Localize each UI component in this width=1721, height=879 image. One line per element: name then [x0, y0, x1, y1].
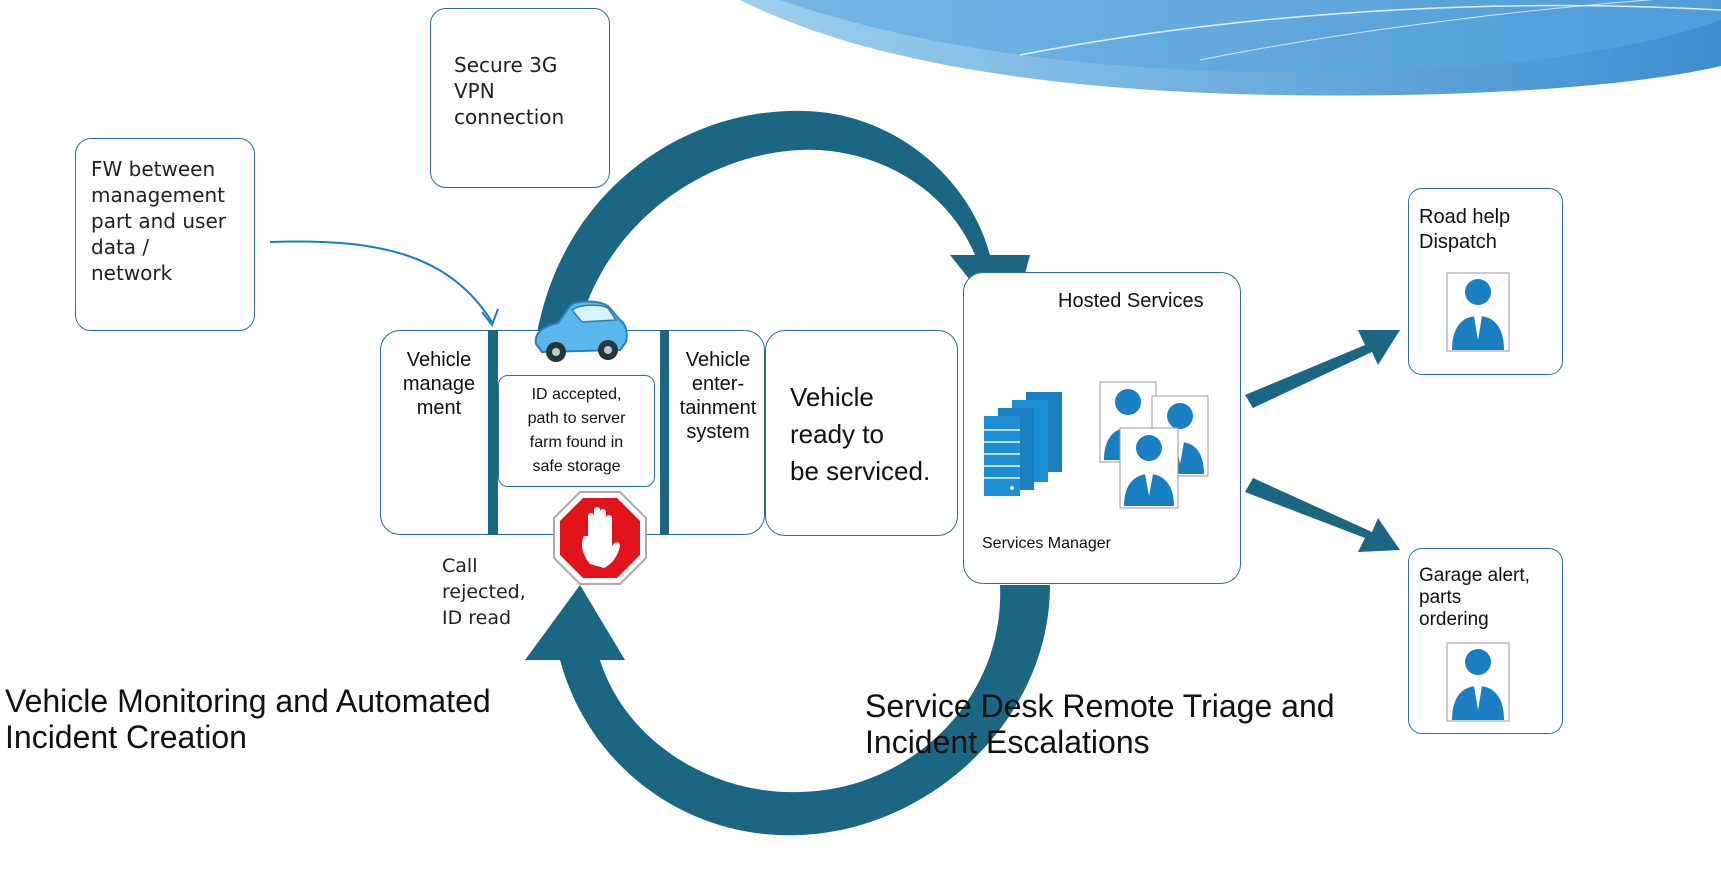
upper-cycle-arrow [535, 110, 1030, 345]
road-help-dispatch-text: Road help Dispatch [1419, 206, 1511, 253]
support-team-icon [1099, 381, 1209, 509]
caption-service-desk: Service Desk Remote Triage and Incident … [865, 688, 1335, 760]
vpn-note-box: Secure 3G VPN connection [430, 8, 610, 188]
garage-alert-text: Garage alert, parts ordering [1419, 565, 1530, 630]
dispatcher-person-icon [1446, 272, 1510, 352]
hosted-services-title: Hosted Services [1058, 290, 1204, 312]
id-accepted-box: ID accepted, path to server farm found i… [498, 375, 655, 487]
firewall-pointer-line [269, 240, 493, 323]
car-icon [534, 300, 628, 362]
lower-cycle-arrow [525, 585, 1050, 836]
garage-person-icon [1446, 642, 1510, 722]
server-rack-icon [984, 392, 1062, 496]
firewall-divider-right [660, 330, 669, 535]
vehicle-management-label: Vehicle manage ment [402, 349, 476, 419]
call-rejected-text: Call rejected, ID read [442, 555, 526, 629]
id-accepted-text: ID accepted, path to server farm found i… [527, 386, 626, 475]
vehicle-ready-text: Vehicle ready to be serviced. [790, 382, 931, 486]
arrow-to-garage [1245, 478, 1400, 552]
vpn-note-text: Secure 3G VPN connection [454, 53, 565, 129]
caption-vehicle-monitoring: Vehicle Monitoring and Automated Inciden… [5, 683, 491, 755]
vehicle-ready-box: Vehicle ready to be serviced. [765, 330, 958, 536]
firewall-divider-left [488, 330, 498, 535]
vehicle-entertainment-label: Vehicle enter- tainment system [679, 349, 757, 443]
firewall-note-text: FW between management part and user data… [91, 157, 226, 285]
firewall-note-box: FW between management part and user data… [75, 138, 255, 331]
services-manager-label: Services Manager [982, 535, 1111, 552]
arrow-to-road-help [1245, 330, 1400, 408]
stop-hand-icon [553, 491, 647, 585]
